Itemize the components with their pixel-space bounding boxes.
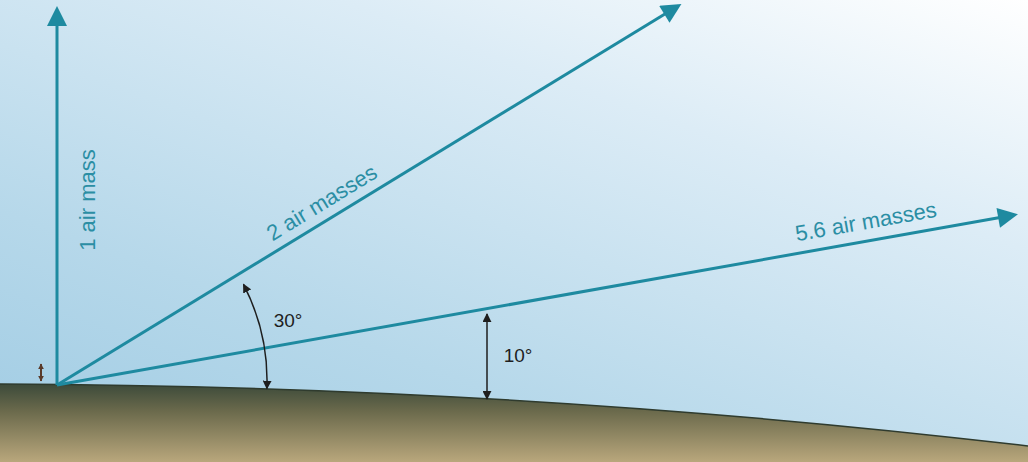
angle-label: 30° xyxy=(274,311,303,330)
ground-edge xyxy=(0,384,1028,446)
angle-arc xyxy=(244,284,268,388)
angle-label: 10° xyxy=(504,346,533,365)
path-label: 1 air mass xyxy=(77,149,99,250)
observer-marker xyxy=(40,364,42,381)
angle-height-arrow xyxy=(486,314,488,399)
path-label: 5.6 air masses xyxy=(794,199,939,246)
path-label: 2 air masses xyxy=(263,161,381,245)
thirty-degree-arrow xyxy=(57,6,678,385)
ground xyxy=(0,384,1028,462)
ten-degree-arrow xyxy=(57,215,1014,385)
zenith-arrow xyxy=(56,10,59,385)
